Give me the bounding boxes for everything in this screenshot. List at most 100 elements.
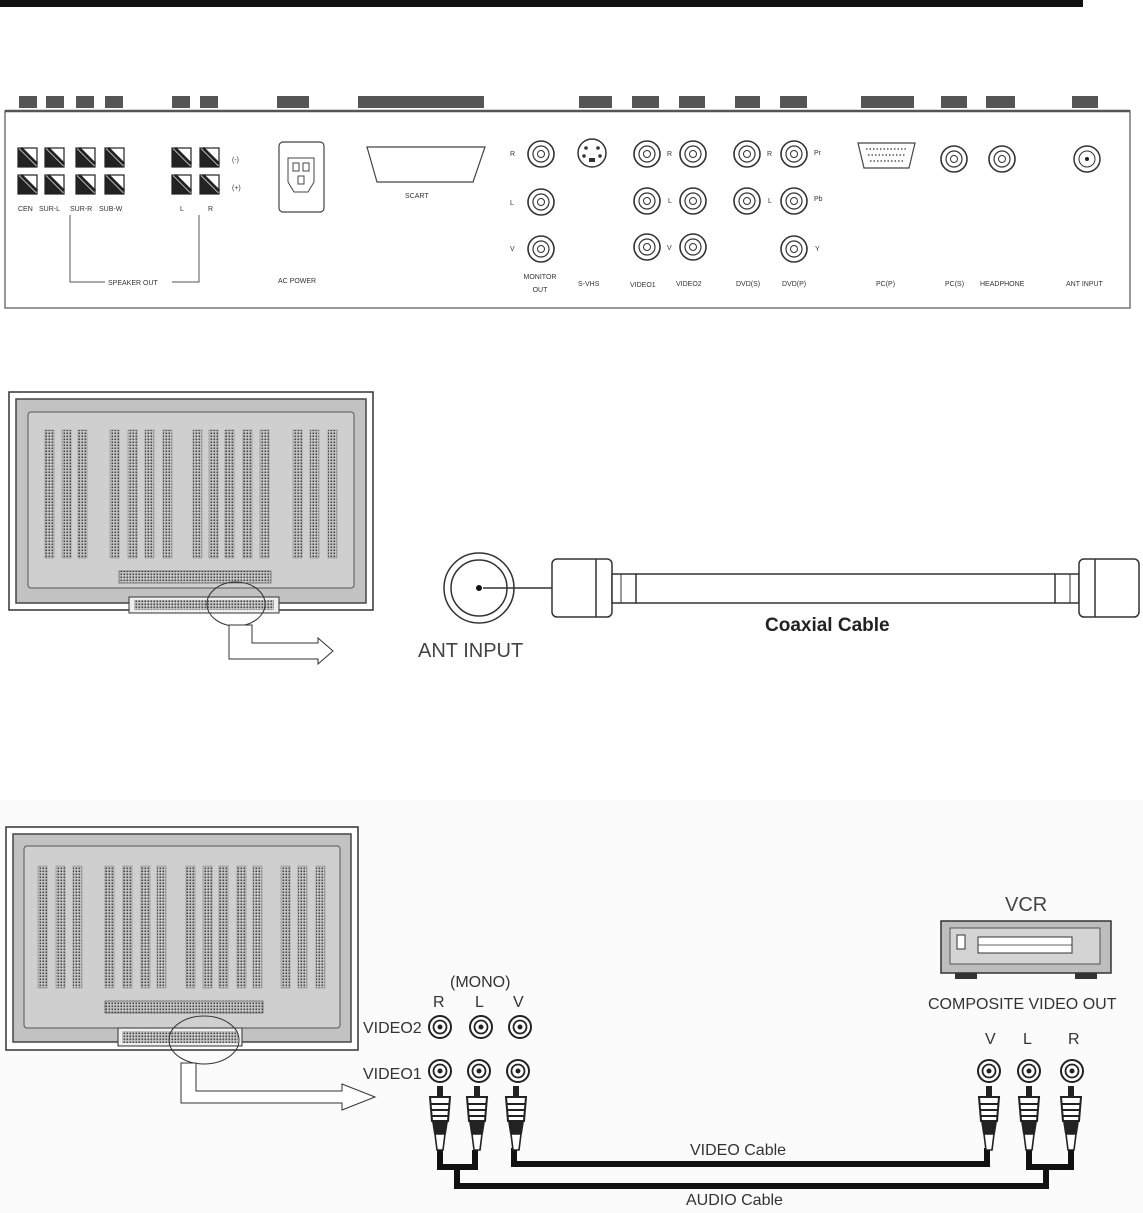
rca-jack [470, 1016, 492, 1038]
vcr-label-l: L [1023, 1031, 1032, 1048]
rca-jack [528, 141, 554, 167]
speaker-label-sur-l: SUR-L [39, 206, 60, 213]
video1-label: VIDEO1 [363, 1066, 422, 1083]
video1-label: VIDEO1 [630, 282, 656, 289]
speaker-label-l: L [180, 206, 184, 213]
rear-panel: (-) (+) CEN SUR-L SUR-R SUB-W L R SPEAKE… [5, 96, 1130, 308]
vent-column [193, 430, 202, 558]
video2-label: VIDEO2 [363, 1020, 422, 1037]
label-pb: Pb [814, 196, 823, 203]
ant-input-jack-large [444, 553, 552, 623]
vent-column [298, 866, 307, 988]
rca-jack [634, 188, 660, 214]
svhs-label: S-VHS [578, 281, 600, 288]
vent-column [219, 866, 228, 988]
coaxial-cable-label: Coaxial Cable [765, 615, 890, 636]
rca-jack [941, 146, 967, 172]
audio-cable-label: AUDIO Cable [686, 1192, 783, 1209]
svhs-jack [578, 139, 606, 167]
panel-tab [579, 96, 612, 108]
rca-jack [509, 1016, 531, 1038]
panel-tab [861, 96, 914, 108]
pc-p-label: PC(P) [876, 281, 895, 288]
monitor-out-label-1: MONITOR [524, 274, 557, 281]
speaker-terminal [45, 148, 64, 167]
panel-tab [358, 96, 484, 108]
ac-power-socket [279, 142, 324, 212]
ant-input-label: ANT INPUT [418, 640, 523, 662]
label-l: L [510, 200, 514, 207]
panel-tab [46, 96, 64, 108]
panel-tab [200, 96, 218, 108]
label-l: L [768, 198, 772, 205]
rca-jack [429, 1060, 451, 1082]
speaker-terminal [76, 175, 95, 194]
panel-tab [632, 96, 659, 108]
panel-tab [76, 96, 94, 108]
speaker-terminal [76, 148, 95, 167]
vcr-device [941, 921, 1111, 979]
vent-column [310, 430, 319, 558]
vent-column [203, 866, 212, 988]
rca-jack [528, 236, 554, 262]
video-cable-label: VIDEO Cable [690, 1142, 786, 1159]
rca-jack [507, 1060, 529, 1082]
ant-input-panel-label: ANT INPUT [1066, 281, 1104, 288]
rca-jack [734, 188, 760, 214]
rca-jack [634, 141, 660, 167]
scart-connector [367, 147, 485, 182]
dvd-p-label: DVD(P) [782, 281, 806, 288]
label-l: L [668, 198, 672, 205]
speaker-terminal [18, 175, 37, 194]
vent-column [62, 430, 71, 558]
coaxial-cable [552, 559, 1139, 617]
vent-column [123, 866, 132, 988]
panel-tabs [19, 96, 1098, 108]
vent-column [316, 866, 325, 988]
speaker-terminal [105, 175, 124, 194]
speaker-label-r: R [208, 206, 213, 213]
panel-tab [679, 96, 705, 108]
dvd-s-label: DVD(S) [736, 281, 760, 288]
speaker-label-sub-w: SUB-W [99, 206, 123, 213]
vent-column [293, 430, 302, 558]
vent-column [78, 430, 87, 558]
pc-d-sub [858, 143, 915, 168]
tv-rear-illustration [9, 392, 373, 664]
vent-column [225, 430, 234, 558]
panel-tab [941, 96, 967, 108]
headphone-label: HEADPHONE [980, 281, 1025, 288]
speaker-terminal [172, 148, 191, 167]
speaker-label-sur-r: SUR-R [70, 206, 92, 213]
vent-column [38, 866, 47, 988]
speaker-label-cen: CEN [18, 206, 33, 213]
panel-frame [5, 111, 1130, 308]
pc-s-label: PC(S) [945, 281, 964, 288]
speaker-terminal [200, 148, 219, 167]
vent-column [281, 866, 290, 988]
speaker-terminal [105, 148, 124, 167]
rca-jack [680, 188, 706, 214]
vent-column [328, 430, 337, 558]
rca-jack [1061, 1060, 1083, 1082]
vent-column [163, 430, 172, 558]
speaker-terminal [172, 175, 191, 194]
label-r: R [510, 151, 515, 158]
rca-jack [734, 141, 760, 167]
vent-column [237, 866, 246, 988]
rca-jack [1018, 1060, 1040, 1082]
vent-column [243, 430, 252, 558]
speaker-terminal [200, 175, 219, 194]
speaker-labels: CEN SUR-L SUR-R SUB-W L R [18, 206, 213, 213]
vent-column [128, 430, 137, 558]
rca-jack [528, 189, 554, 215]
panel-tab [1072, 96, 1098, 108]
speaker-terminal [18, 148, 37, 167]
panel-tab [986, 96, 1015, 108]
composite-video-out-label: COMPOSITE VIDEO OUT [928, 996, 1117, 1013]
vent-column [157, 866, 166, 988]
panel-tab [105, 96, 123, 108]
speaker-terminal [45, 175, 64, 194]
tv-label-v: V [513, 994, 524, 1011]
